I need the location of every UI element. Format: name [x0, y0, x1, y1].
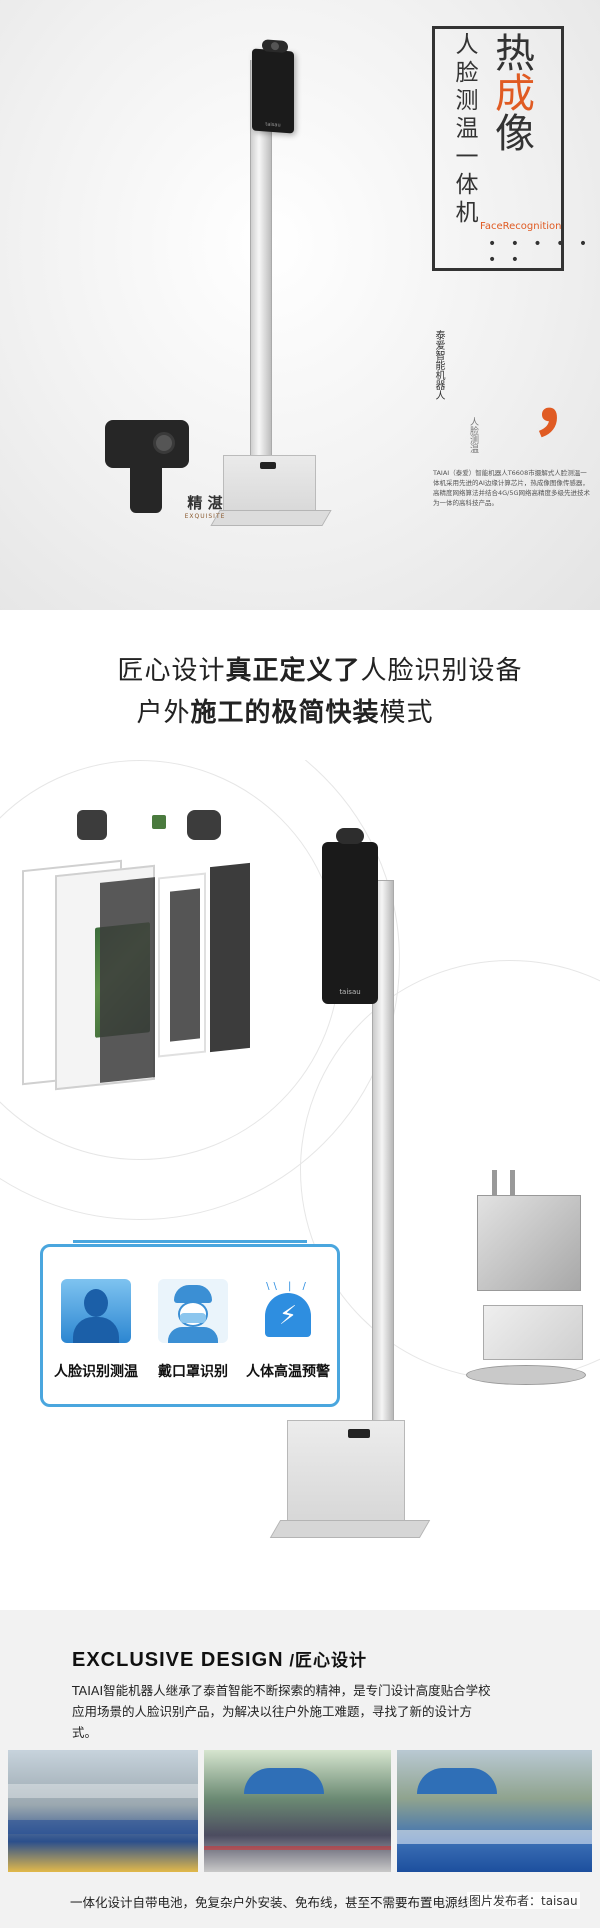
kiosk-foot-assembled	[269, 1520, 431, 1538]
face-recognition-label: FaceRecognition	[480, 221, 562, 232]
photo-caption: 一体化设计自带电池，免复杂户外安装、免布线，甚至不需要布置电源线	[70, 1895, 471, 1910]
feature-label: 人体高温预警	[246, 1364, 330, 1380]
headline-l1-c: 人脸识别设备	[360, 656, 523, 686]
base-box-lower	[483, 1305, 583, 1360]
lens-icon	[153, 432, 175, 454]
title-char-1: 热	[488, 32, 534, 72]
title-char-2: 成	[488, 72, 534, 112]
title-char-3: 像	[488, 112, 534, 152]
thermal-camera-stem	[130, 465, 162, 513]
tablet-logo: taisau	[265, 121, 281, 129]
exclusive-title-en: EXCLUSIVE DESIGN	[72, 1649, 284, 1671]
alarm-light-icon: \\ | /⚡	[253, 1279, 323, 1343]
feature-face-temp: 人脸识别测温	[51, 1279, 141, 1381]
mount-rod	[492, 1170, 497, 1210]
feature-label: 戴口罩识别	[158, 1364, 228, 1380]
sub-vertical: 人脸测温	[468, 417, 478, 453]
exclusive-title: EXCLUSIVE DESIGN /匠心设计	[72, 1646, 367, 1672]
exploded-view-section: taisau 人脸识别测温 戴口罩识别 \\ | /⚡ 人体高温预警	[0, 760, 600, 1590]
seal-cn: 精 湛	[187, 494, 223, 512]
feature-mask: 戴口罩识别	[148, 1279, 238, 1381]
battery-pack	[100, 877, 155, 1083]
exquisite-seal: 精 湛 EXQUISITE	[175, 492, 235, 520]
title-frame	[432, 26, 564, 271]
photo-hallway	[8, 1750, 198, 1872]
features-card: 人脸识别测温 戴口罩识别 \\ | /⚡ 人体高温预警	[40, 1240, 340, 1407]
mask-person-icon	[158, 1279, 228, 1343]
base-plate	[466, 1365, 586, 1385]
exclusive-title-cn: /匠心设计	[283, 1651, 368, 1670]
kiosk-base	[223, 455, 316, 515]
headline-line-2: 户外施工的极简快装模式	[0, 692, 600, 734]
hero-section: taisau 精 湛 EXQUISITE 热成像 人脸测温一体机 FaceRec…	[0, 0, 600, 610]
kiosk-base-assembled	[287, 1420, 405, 1528]
face-scan-icon	[61, 1279, 131, 1343]
headline-l1-a: 匠心设计	[117, 656, 226, 686]
mount-rod	[510, 1170, 515, 1210]
headline-l2-c: 模式	[379, 698, 434, 728]
camera-part	[77, 810, 107, 840]
front-panel	[210, 862, 250, 1053]
hero-description: TAIAI（泰爱）智能机器人T6608市摄解式人脸测温一体机采用先进的AI边缘计…	[433, 469, 591, 507]
kiosk-pole	[250, 60, 272, 480]
image-credit: 图片发布者：taisau	[467, 1892, 580, 1909]
camera-icon	[336, 828, 364, 844]
photo-students	[204, 1750, 391, 1872]
thermal-lens-part	[187, 810, 221, 840]
title-big: 热成像	[486, 32, 534, 152]
headline-l1-b: 真正定义了	[225, 656, 361, 686]
feature-high-temp: \\ | /⚡ 人体高温预警	[243, 1279, 333, 1381]
feature-label: 人脸识别测温	[54, 1364, 138, 1380]
headline-l2-b: 施工的极简快装	[190, 698, 380, 728]
display-panel	[170, 888, 200, 1042]
kiosk-tablet: taisau	[252, 39, 294, 134]
tablet-brand: taisau	[339, 988, 361, 996]
title-small: 人脸测温一体机	[451, 32, 477, 228]
decorative-dots: • • • • • • •	[488, 236, 593, 268]
exclusive-description: TAIAI智能机器人继承了泰首智能不断探索的精神，是专门设计高度贴合学校应用场景…	[72, 1683, 491, 1740]
base-box-detail	[477, 1195, 581, 1291]
headline-line-1: 匠心设计真正定义了人脸识别设备	[0, 650, 600, 692]
photo-strip	[8, 1750, 592, 1872]
headline-l2-a: 户外	[136, 698, 191, 728]
photo-school-gate	[397, 1750, 592, 1872]
exclusive-design-section: EXCLUSIVE DESIGN /匠心设计 TAIAI智能机器人继承了泰首智能…	[0, 1610, 600, 1928]
camera-icon	[262, 39, 288, 54]
brand-vertical: 泰爱智能机器人	[433, 330, 444, 400]
headline: 匠心设计真正定义了人脸识别设备 户外施工的极简快装模式	[0, 650, 600, 734]
thermal-camera-module	[105, 420, 189, 468]
seal-en: EXQUISITE	[184, 513, 226, 520]
kiosk-tablet-assembled: taisau	[322, 828, 378, 1004]
sensor-chip	[152, 815, 166, 829]
accent-comma: ，	[530, 362, 600, 440]
